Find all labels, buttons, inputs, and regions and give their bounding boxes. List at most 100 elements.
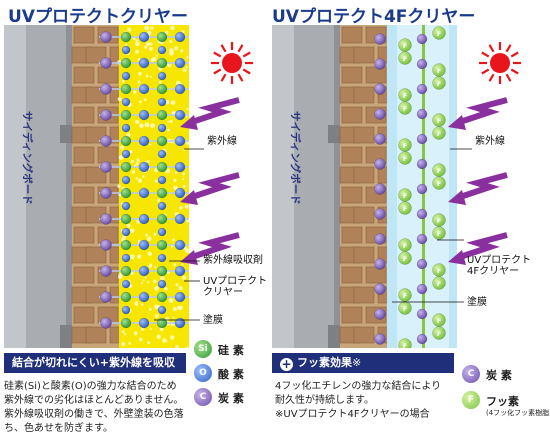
silicon-atom xyxy=(121,136,131,146)
brick-block xyxy=(342,187,362,203)
left-body: 硅素(Si)と酸素(O)の強力な結合のため 紫外線での劣化はほとんどありません。… xyxy=(4,380,194,436)
carbon-atom xyxy=(375,159,386,170)
oxygen-atom xyxy=(158,150,166,158)
brick-block xyxy=(74,27,94,43)
legend-label: フッ素 xyxy=(486,393,519,409)
brick-block xyxy=(354,127,374,143)
carbon-atom xyxy=(417,59,427,69)
sun-ray xyxy=(214,53,221,57)
brick-block xyxy=(342,267,362,283)
carbon-atom xyxy=(417,284,427,294)
oxygen-atom xyxy=(158,202,166,210)
silicon-atom xyxy=(121,214,131,224)
carbon-atom xyxy=(101,266,112,277)
oxygen-atom xyxy=(158,228,166,236)
fluorine-atom-icon: F xyxy=(462,391,480,409)
brick-block xyxy=(354,247,374,263)
svg-text:F: F xyxy=(437,31,441,38)
carbon-atom xyxy=(417,209,427,219)
uv-arrow-icon xyxy=(192,175,239,197)
svg-text:F: F xyxy=(437,268,441,275)
sun-ray xyxy=(214,70,221,74)
carbon-atom xyxy=(417,334,427,344)
carbon-atom xyxy=(375,184,386,195)
sun-icon xyxy=(222,53,242,73)
brick-block xyxy=(74,107,94,123)
oxygen-atom xyxy=(139,292,149,302)
oxygen-atom xyxy=(158,176,166,184)
svg-text:F: F xyxy=(403,106,407,113)
carbon-atom xyxy=(101,214,112,225)
svg-text:F: F xyxy=(437,168,441,175)
left-panel-title: UVプロテクトクリヤー xyxy=(8,2,188,27)
carbon-atom xyxy=(101,58,112,69)
carbon-atom xyxy=(101,32,112,43)
silicon-atom xyxy=(157,292,167,302)
silicon-atom xyxy=(157,266,167,276)
sun-ray xyxy=(239,45,243,52)
brick-block xyxy=(354,327,374,343)
left-diagram-svg xyxy=(4,25,269,348)
carbon-atom xyxy=(375,209,386,220)
silicon-atom xyxy=(157,110,167,120)
right-panel-title: UVプロテクト4Fクリヤー xyxy=(272,2,475,27)
svg-text:F: F xyxy=(403,243,407,250)
silicon-atom xyxy=(157,58,167,68)
oxygen-atom xyxy=(158,46,166,54)
sun-ray xyxy=(243,70,250,74)
sun-ray xyxy=(511,53,518,57)
brick-block xyxy=(342,307,362,323)
oxygen-atom xyxy=(175,318,185,328)
right-siding-label-wrap: サイディングボード xyxy=(280,105,310,245)
left-callout-uv: 紫外線 xyxy=(207,136,237,147)
oxygen-atom xyxy=(175,162,185,172)
svg-text:F: F xyxy=(403,306,407,313)
left-siding-label-svg: サイディングボード xyxy=(12,105,42,245)
silicon-atom xyxy=(121,84,131,94)
right-banner-mark: ※ xyxy=(352,356,361,369)
svg-text:F: F xyxy=(403,93,407,100)
brick-block xyxy=(110,327,120,343)
svg-text:F: F xyxy=(403,193,407,200)
right-siding-label: サイディングボード xyxy=(289,111,302,205)
oxygen-atom xyxy=(139,240,149,250)
oxygen-atom xyxy=(139,188,149,198)
svg-text:F: F xyxy=(437,81,441,88)
carbon-atom xyxy=(101,240,112,251)
oxygen-atom xyxy=(122,306,130,314)
silicon-atom xyxy=(121,266,131,276)
right-callout-coating: 塗膜 xyxy=(467,297,487,308)
brick-block xyxy=(366,67,386,83)
plus-icon: + xyxy=(280,358,293,371)
brick-block xyxy=(342,107,362,123)
oxygen-atom xyxy=(139,136,149,146)
right-banner: +フッ素効果※ xyxy=(272,353,454,373)
brick-block xyxy=(354,167,374,183)
brick-block xyxy=(74,307,94,323)
oxygen-atom xyxy=(122,254,130,262)
carbon-atom xyxy=(417,34,427,44)
silicon-atom xyxy=(157,240,167,250)
brick-block xyxy=(342,27,362,43)
sun-ray xyxy=(490,45,494,52)
silicon-atom xyxy=(121,240,131,250)
silicon-atom xyxy=(121,162,131,172)
brick-block xyxy=(74,147,94,163)
carbon-atom xyxy=(417,109,427,119)
brick-block xyxy=(354,287,374,303)
carbon-atom xyxy=(101,188,112,199)
svg-text:F: F xyxy=(437,231,441,238)
silicon-atom xyxy=(157,162,167,172)
oxygen-atom xyxy=(158,98,166,106)
sun-ray xyxy=(482,70,489,74)
svg-text:F: F xyxy=(403,56,407,63)
oxygen-atom xyxy=(139,84,149,94)
oxygen-atom xyxy=(175,58,185,68)
svg-text:F: F xyxy=(403,156,407,163)
oxygen-atom xyxy=(175,136,185,146)
right-diagram: FFFFFFFFFFFFFFFFFFFFFFFFFF xyxy=(272,25,537,348)
right-legend: C 炭 素 F フッ素 (4フッ化フッ素樹脂) xyxy=(462,365,548,425)
silicon-atom xyxy=(121,188,131,198)
brick-block xyxy=(342,67,362,83)
carbon-atom xyxy=(375,259,386,270)
